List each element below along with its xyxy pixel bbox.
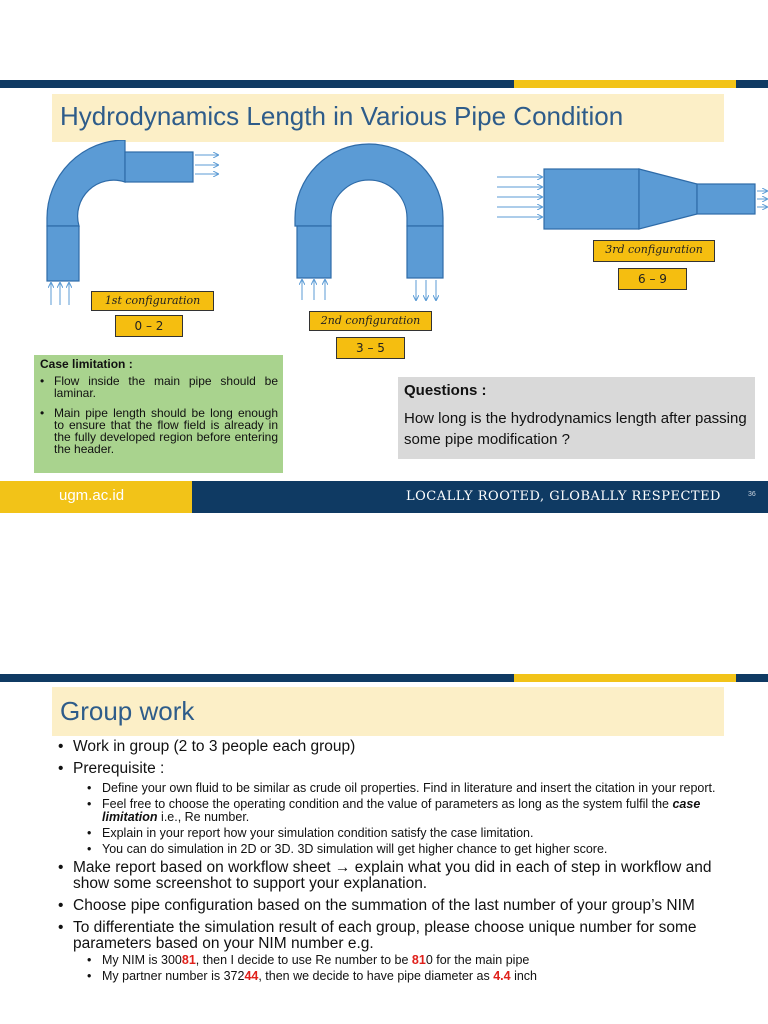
slide-title: Hydrodynamics Length in Various Pipe Con… — [60, 101, 624, 131]
case-limitation-title: Case limitation : — [40, 357, 133, 371]
sub-bullet: Feel free to choose the operating condit… — [87, 798, 738, 824]
slide-title: Group work — [60, 696, 195, 726]
questions-text: How long is the hydrodynamics length aft… — [404, 410, 747, 448]
sub-bullet: You can do simulation in 2D or 3D. 3D si… — [87, 843, 738, 857]
top-accent-bar — [0, 80, 768, 88]
bullet-group-size: Work in group (2 to 3 people each group) — [58, 739, 738, 756]
prerequisite-sublist: Define your own fluid to be similar as c… — [73, 782, 738, 857]
config-3-label: 3rd configuration — [593, 240, 715, 262]
config-2-range: 3 – 5 — [336, 337, 405, 359]
case-limitation-item: Flow inside the main pipe should be lami… — [38, 375, 278, 399]
footer-bar: ugm.ac.id LOCALLY ROOTED, GLOBALLY RESPE… — [0, 481, 768, 513]
bullet-pipe-configuration: Choose pipe configuration based on the s… — [58, 898, 738, 915]
config-3-range: 6 – 9 — [618, 268, 687, 290]
bullet-report: Make report based on workflow sheet → ex… — [58, 860, 738, 892]
pipe-config-3-reducer — [497, 168, 767, 230]
pipe-config-2-u-bend — [294, 143, 444, 300]
footer-url: ugm.ac.id — [59, 487, 125, 504]
footer-motto: LOCALLY ROOTED, GLOBALLY RESPECTED — [406, 489, 721, 504]
pipe-configurations-diagram — [46, 140, 768, 305]
config-2-label: 2nd configuration — [309, 311, 432, 331]
case-limitation-box: Case limitation : Flow inside the main p… — [34, 355, 283, 473]
config-1-range: 0 – 2 — [115, 315, 183, 337]
case-limitation-item: Main pipe length should be long enough t… — [38, 407, 278, 455]
title-box: Hydrodynamics Length in Various Pipe Con… — [52, 94, 724, 142]
sub-bullet: My partner number is 37244, then we deci… — [87, 970, 738, 984]
unique-number-sublist: My NIM is 30081, then I decide to use Re… — [73, 954, 738, 984]
questions-box: Questions : How long is the hydrodynamic… — [398, 377, 755, 459]
questions-title: Questions : — [404, 382, 487, 399]
sub-bullet: My NIM is 30081, then I decide to use Re… — [87, 954, 738, 968]
sub-bullet: Explain in your report how your simulati… — [87, 827, 738, 841]
top-accent-bar — [0, 674, 768, 682]
pipe-config-1-elbow — [46, 140, 218, 305]
title-box: Group work — [52, 687, 724, 736]
config-1-label: 1st configuration — [91, 291, 214, 311]
bullet-unique-number: To differentiate the simulation result o… — [58, 920, 738, 984]
bullet-prerequisite: Prerequisite : Define your own fluid to … — [58, 761, 738, 857]
slide-1: Hydrodynamics Length in Various Pipe Con… — [0, 0, 768, 514]
page-number: 36 — [748, 491, 756, 498]
case-limitation-list: Flow inside the main pipe should be lami… — [38, 375, 278, 463]
group-work-list: Work in group (2 to 3 people each group)… — [58, 735, 738, 986]
sub-bullet: Define your own fluid to be similar as c… — [87, 782, 738, 796]
